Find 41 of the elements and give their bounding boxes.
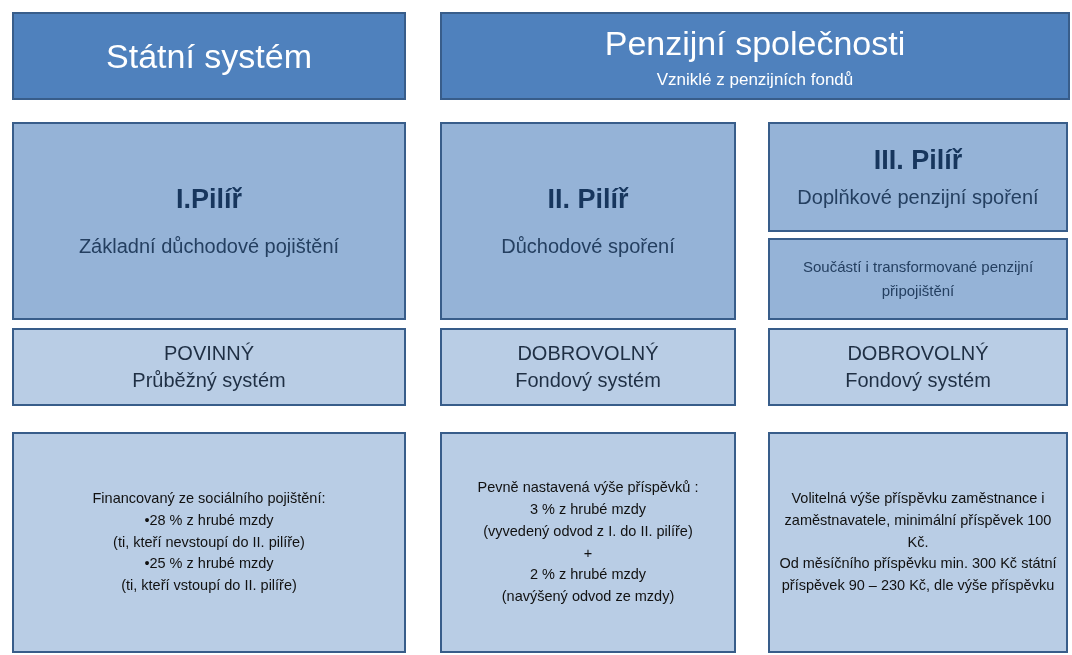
detail-text: (navýšený odvod ze mzdy) (501, 587, 675, 606)
detail-text: + (583, 543, 593, 563)
system-type: DOBROVOLNÝ (517, 341, 659, 366)
system-type-box (440, 328, 736, 406)
pillar-title: I.Pilíř (176, 182, 242, 216)
pillar-description: Základní důchodové pojištění (78, 234, 340, 260)
subheading: Vzniklé z penzijních fondů (656, 68, 854, 90)
detail-box (768, 432, 1068, 653)
heading: Penzijní společnosti (604, 23, 906, 65)
system-type: DOBROVOLNÝ (847, 341, 989, 366)
pillar-box (12, 122, 406, 320)
pillar-box (440, 122, 736, 320)
pillar-title: III. Pilíř (873, 143, 963, 177)
detail-text: 3 % z hrubé mzdy (529, 500, 647, 519)
note-box (768, 238, 1068, 320)
detail-text: (ti, kteří vstoupí do II. pilíře) (121, 576, 297, 596)
detail-text: •28 % z hrubé mzdy (144, 510, 274, 530)
pillar-description: Doplňkové penzijní spoření (797, 185, 1039, 211)
system-name: Fondový systém (515, 368, 661, 393)
detail-text: Volitelná výše příspěvku zaměstnance i zaměstnavatele, minimální příspěvek 100 Kč. (783, 489, 1053, 552)
pillar-box (768, 122, 1068, 232)
heading: Státní systém (106, 35, 312, 77)
header-box (440, 12, 1070, 100)
detail-box (12, 432, 406, 653)
detail-text: •25 % z hrubé mzdy (144, 554, 274, 574)
system-type-box (768, 328, 1068, 406)
detail-text: (ti, kteří nevstoupí do II. pilíře) (113, 532, 305, 552)
detail-text: Pevně nastavená výše příspěvků : (477, 478, 699, 498)
system-type-box (12, 328, 406, 406)
detail-box (440, 432, 736, 653)
system-name: Fondový systém (845, 368, 991, 393)
detail-text: Financovaný ze sociálního pojištění: (92, 489, 326, 509)
system-name: Průběžný systém (132, 368, 286, 393)
pillar-description: Důchodové spoření (501, 234, 675, 260)
header-box (12, 12, 406, 100)
detail-text: 2 % z hrubé mzdy (529, 565, 647, 585)
detail-text: (vyvedený odvod z I. do II. pilíře) (483, 521, 693, 541)
system-type: POVINNÝ (164, 341, 254, 366)
note-text: Součástí i transformované penzijní připojištění (801, 257, 1035, 301)
detail-text: Od měsíčního příspěvku min. 300 Kč státní příspěvek 90 – 230 Kč, dle výše příspěvku (778, 554, 1058, 596)
pillar-title: II. Pilíř (547, 182, 629, 216)
